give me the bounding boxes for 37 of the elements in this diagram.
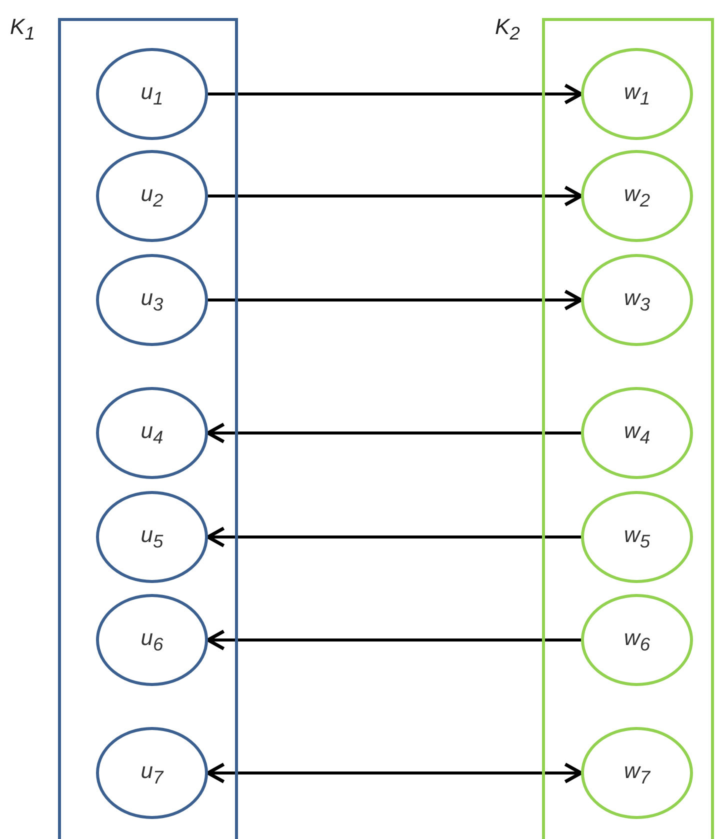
vertex-label: w$_{5}$ (624, 522, 650, 552)
vertex-ellipse (581, 48, 693, 140)
vertex-label: w$_{3}$ (624, 284, 650, 316)
vertex-ellipse (96, 150, 208, 242)
vertex-label: u$_{7}$ (140, 758, 164, 788)
vertex-label: u$_{4}$ (140, 418, 164, 448)
arrow (208, 186, 583, 206)
vertex-ellipse (96, 727, 208, 819)
vertex-label: u$_{2}$ (140, 180, 164, 212)
vertex-label: u$_{5}$ (140, 522, 164, 552)
arrow (206, 762, 583, 784)
vertex-label: u$_{6}$ (140, 624, 164, 656)
vertex-ellipse (96, 491, 208, 583)
vertex-label: u$_{1}$ (140, 78, 164, 110)
arrow (206, 422, 581, 444)
vertex-label: u$_{3}$ (140, 284, 164, 316)
arrow (208, 290, 583, 310)
vertex-ellipse (581, 387, 693, 479)
group-label: K$_{2}$ (495, 14, 520, 44)
vertex-ellipse (581, 254, 693, 346)
vertex-ellipse (96, 594, 208, 686)
vertex-label: w$_{2}$ (624, 180, 650, 212)
vertex-label: w$_{6}$ (624, 624, 650, 656)
vertex-ellipse (581, 727, 693, 819)
vertex-label: w$_{7}$ (624, 758, 650, 788)
vertex-ellipse (96, 254, 208, 346)
arrow (206, 630, 581, 650)
arrow (208, 84, 583, 104)
vertex-ellipse (581, 150, 693, 242)
vertex-ellipse (581, 594, 693, 686)
vertex-label: w$_{1}$ (624, 78, 650, 110)
vertex-label: w$_{4}$ (624, 418, 650, 448)
group-label: K$_{1}$ (10, 14, 35, 44)
arrow (206, 526, 581, 548)
vertex-ellipse (96, 387, 208, 479)
vertex-ellipse (96, 48, 208, 140)
vertex-ellipse (581, 491, 693, 583)
